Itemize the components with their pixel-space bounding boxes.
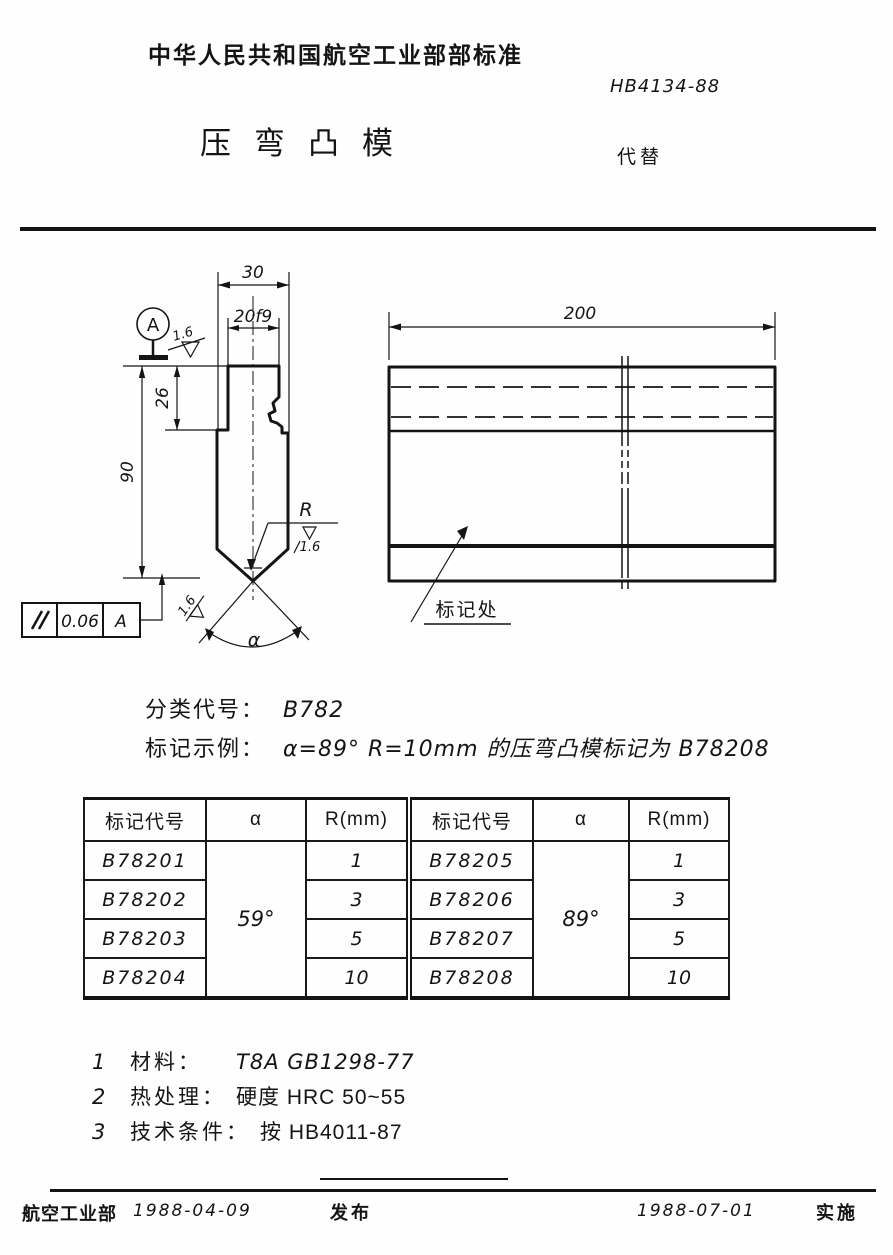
col-header-r-left: R(mm)	[305, 797, 410, 842]
note-label: 技术条件：	[130, 1121, 250, 1144]
cell-code: B78206	[406, 879, 534, 920]
classification-line: 分类代号： B782	[145, 692, 344, 724]
table-row: B78201 59° 1 B78205 89° 1	[83, 840, 730, 999]
tolerance-datum: A	[114, 612, 127, 632]
cell-r: 5	[305, 918, 410, 959]
footer-divider	[50, 1189, 876, 1192]
document-title: 压弯凸模	[200, 126, 416, 161]
cell-alpha-right: 89°	[532, 840, 630, 999]
dimension-shoulder-26: 26	[153, 366, 181, 430]
col-header-code-right: 标记代号	[406, 797, 534, 842]
datum-letter: A	[147, 315, 160, 336]
cell-r: 1	[305, 840, 410, 881]
header-divider	[20, 227, 876, 231]
footer-issuer: 航空工业部	[22, 1204, 117, 1224]
radius-callout: R 1.6	[244, 499, 338, 571]
cell-r: 3	[305, 879, 410, 920]
cell-code: B78205	[406, 840, 534, 881]
table-row: B78202 3 B78206 3	[83, 879, 730, 920]
dimension-width-30: 30	[218, 263, 289, 289]
note-number: 3	[92, 1120, 106, 1144]
dimension-height-90: 90	[118, 366, 146, 578]
note-value: T8A GB1298-77	[236, 1050, 415, 1074]
mark-location-label: 标记处	[435, 599, 498, 621]
col-header-code-left: 标记代号	[83, 797, 207, 842]
dim-label-width: 30	[242, 263, 264, 283]
standard-org-title: 中华人民共和国航空工业部部标准	[148, 42, 523, 68]
cell-r: 10	[628, 957, 730, 999]
left-view-punch-profile: 30 20f9 A 1.6	[21, 263, 338, 651]
technical-drawing: 30 20f9 A 1.6	[21, 263, 777, 651]
dim-label-height: 90	[118, 461, 138, 483]
cell-code: B78208	[406, 957, 534, 999]
angle-alpha: α 1.6	[175, 580, 310, 651]
classification-label: 分类代号：	[145, 697, 266, 722]
mark-location-leader: 标记处	[410, 526, 511, 625]
example-line: 标记示例： α=89° R=10mm 的压弯凸模标记为 B78208	[145, 731, 770, 763]
dimension-length-200: 200	[388, 304, 776, 360]
note-number: 1	[92, 1050, 106, 1074]
roughness-flank-value: 1.6	[175, 593, 199, 619]
replaces-note: 代替	[617, 147, 664, 168]
note-value: 硬度 HRC 50~55	[236, 1086, 407, 1109]
cell-code: B78203	[83, 918, 207, 959]
table-row: B78203 5 B78207 5	[83, 918, 730, 959]
classification-value: B782	[283, 698, 345, 723]
roughness-tip-value: 1.6	[300, 540, 321, 555]
note-label: 热处理：	[130, 1086, 226, 1109]
parallelism-frame: 0.06 A	[21, 573, 166, 638]
tolerance-value: 0.06	[61, 612, 99, 632]
angle-label: α	[248, 629, 261, 651]
cell-code: B78202	[83, 879, 207, 920]
right-view-side: 200 标记处	[387, 304, 777, 625]
dim-label-length: 200	[564, 304, 596, 324]
note-number: 2	[92, 1085, 106, 1109]
table-header-row: 标记代号 α R(mm) 标记代号 α R(mm)	[83, 797, 730, 842]
col-header-alpha-right: α	[532, 797, 630, 842]
roughness-top-value: 1.6	[171, 325, 195, 345]
note-heat-treatment: 2 热处理： 硬度 HRC 50~55	[92, 1081, 406, 1111]
footer-impl-date: 1988-07-01	[637, 1201, 756, 1221]
col-header-r-right: R(mm)	[628, 797, 730, 842]
roughness-mark-top: 1.6	[167, 325, 206, 359]
break-line	[621, 356, 629, 591]
note-material: 1 材料： T8A GB1298-77	[92, 1046, 415, 1076]
footer-issue-label: 发布	[330, 1203, 372, 1223]
footer-short-line	[320, 1178, 508, 1180]
radius-label: R	[299, 499, 312, 521]
footer-impl-label: 实施	[816, 1203, 858, 1223]
roughness-mark-flank: 1.6	[175, 593, 205, 622]
cell-alpha-left: 59°	[205, 840, 307, 999]
standard-number: HB4134-88	[610, 76, 721, 97]
note-tech-conditions: 3 技术条件： 按 HB4011-87	[92, 1116, 403, 1146]
punch-outline	[215, 364, 290, 583]
cell-r: 10	[305, 957, 410, 999]
parallelism-icon	[30, 610, 51, 630]
cell-r: 5	[628, 918, 730, 959]
col-header-alpha-left: α	[205, 797, 307, 842]
cell-code: B78204	[83, 957, 207, 999]
example-label: 标记示例：	[145, 736, 266, 761]
note-value: 按 HB4011-87	[260, 1121, 403, 1144]
side-view-body	[387, 365, 777, 583]
code-table: 标记代号 α R(mm) 标记代号 α R(mm) B78201 59° 1 B…	[83, 797, 730, 1000]
cell-code: B78207	[406, 918, 534, 959]
example-value: α=89° R=10mm 的压弯凸模标记为 B78208	[283, 737, 770, 762]
cell-r: 3	[628, 879, 730, 920]
datum-a-symbol: A	[136, 307, 170, 360]
cell-r: 1	[628, 840, 730, 881]
table-row: B78204 10 B78208 10	[83, 957, 730, 999]
footer-issue-date: 1988-04-09	[133, 1201, 252, 1221]
note-label: 材料：	[130, 1051, 202, 1074]
dim-label-shoulder: 26	[153, 387, 173, 409]
cell-code: B78201	[83, 840, 207, 881]
